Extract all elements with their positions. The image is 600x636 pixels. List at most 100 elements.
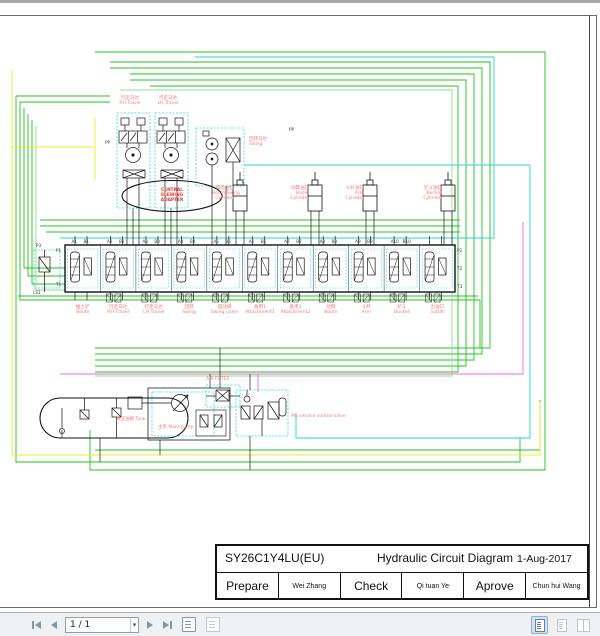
service-valve-label: M5 service control valve xyxy=(291,414,346,419)
bank-port-label: B6 xyxy=(261,239,267,244)
next-view-button[interactable] xyxy=(204,615,222,634)
black-connectors xyxy=(61,186,453,470)
bank-port-label: A7 xyxy=(284,239,290,244)
window-top-edge xyxy=(0,0,600,3)
next-page-button[interactable] xyxy=(145,619,155,631)
model-number: SY26C1Y4LU(EU) xyxy=(225,551,325,565)
port-label: T3 xyxy=(457,284,463,289)
port-label: PP xyxy=(105,140,111,145)
approve-name: Chun hui Wang xyxy=(532,582,581,590)
cyan-lines xyxy=(60,56,531,439)
sheet-border-top xyxy=(0,15,597,16)
bank-port-label: B1 xyxy=(84,239,90,244)
last-page-icon xyxy=(163,620,169,629)
page-layout-group xyxy=(531,616,592,634)
bank-port-label: A5 xyxy=(213,239,219,244)
prepare-name: Wei Zhang xyxy=(279,573,341,599)
title-block-row1: SY26C1Y4LU(EU) Hydraulic Circuit Diagram… xyxy=(217,546,587,573)
drawing-title: Hydraulic Circuit Diagram xyxy=(377,551,514,565)
bank-port-label: A1 xyxy=(72,239,78,244)
first-page-button[interactable] xyxy=(30,619,43,631)
port-label: P3 xyxy=(36,243,42,248)
cylinder-symbol xyxy=(232,172,248,212)
facing-view-icon xyxy=(577,618,590,632)
bank-port-label: A3 xyxy=(142,239,148,244)
previous-page-button[interactable] xyxy=(49,619,59,631)
title-block: SY26C1Y4LU(EU) Hydraulic Circuit Diagram… xyxy=(215,544,589,600)
magenta-lines xyxy=(60,222,524,392)
first-page-icon xyxy=(35,620,41,629)
page-number-box: ▾ xyxy=(65,616,139,633)
continuous-view-icon xyxy=(556,618,567,632)
single-page-icon xyxy=(534,618,545,632)
swing-motor-block xyxy=(195,127,245,187)
bank-port-label: B4 xyxy=(190,239,196,244)
continuous-view-button[interactable] xyxy=(553,616,570,634)
bank-port-label: B2 xyxy=(119,239,125,244)
bank-port-label: A4 xyxy=(178,239,184,244)
travel-motor-block xyxy=(116,112,151,209)
bank-port-label: B9 xyxy=(367,239,373,244)
hydraulic-tank xyxy=(39,397,189,439)
single-page-view-button[interactable] xyxy=(531,616,548,634)
facing-view-button[interactable] xyxy=(575,616,592,634)
last-page-button[interactable] xyxy=(161,619,174,631)
bank-port-label: B8 xyxy=(332,239,338,244)
central-slewing-adapter-ellipse xyxy=(121,179,223,213)
port-label: PP xyxy=(289,127,295,132)
next-view-icon xyxy=(206,617,220,632)
port-label: T2 xyxy=(457,266,463,271)
sheet-border-right-inner xyxy=(589,15,590,608)
port-label: T1 xyxy=(56,282,62,287)
page-dropdown-arrow-icon[interactable]: ▾ xyxy=(130,617,138,632)
bank-port-label: B5 xyxy=(225,239,231,244)
prepare-label: Prepare xyxy=(217,573,279,599)
previous-view-icon xyxy=(182,617,196,632)
viewer-toolbar: ▾ xyxy=(0,612,600,636)
previous-view-button[interactable] xyxy=(180,615,198,634)
bank-port-label: A10 xyxy=(391,239,400,244)
previous-page-icon xyxy=(51,620,57,629)
bank-port-label: A9 xyxy=(355,239,361,244)
bank-port-label: A6 xyxy=(249,239,255,244)
page-number-input[interactable] xyxy=(66,617,130,632)
port-label: LS1 xyxy=(33,290,41,295)
check-label: Check xyxy=(341,573,403,599)
bank-port-label: B10 xyxy=(403,239,412,244)
yellow-lines xyxy=(11,70,541,456)
tank-label: 液压油箱 Tank xyxy=(116,417,146,422)
green-lines xyxy=(15,51,546,471)
drawing-date: 1-Aug-2017 xyxy=(517,553,572,565)
bank-port-label: A2 xyxy=(107,239,113,244)
check-name: Qi tuan Ye xyxy=(402,573,465,599)
air-filter-label: AIR FILTER xyxy=(206,377,230,382)
bank-port-label: B7 xyxy=(296,239,302,244)
left-pilot-block xyxy=(33,249,61,292)
main-pump-assembly xyxy=(127,387,231,441)
port-label: P2 xyxy=(457,248,463,253)
port-label: P1 xyxy=(56,248,62,253)
page-navigation: ▾ xyxy=(30,615,222,634)
title-block-row2: Prepare Wei Zhang Check Qi tuan Ye Aprov… xyxy=(217,573,587,599)
